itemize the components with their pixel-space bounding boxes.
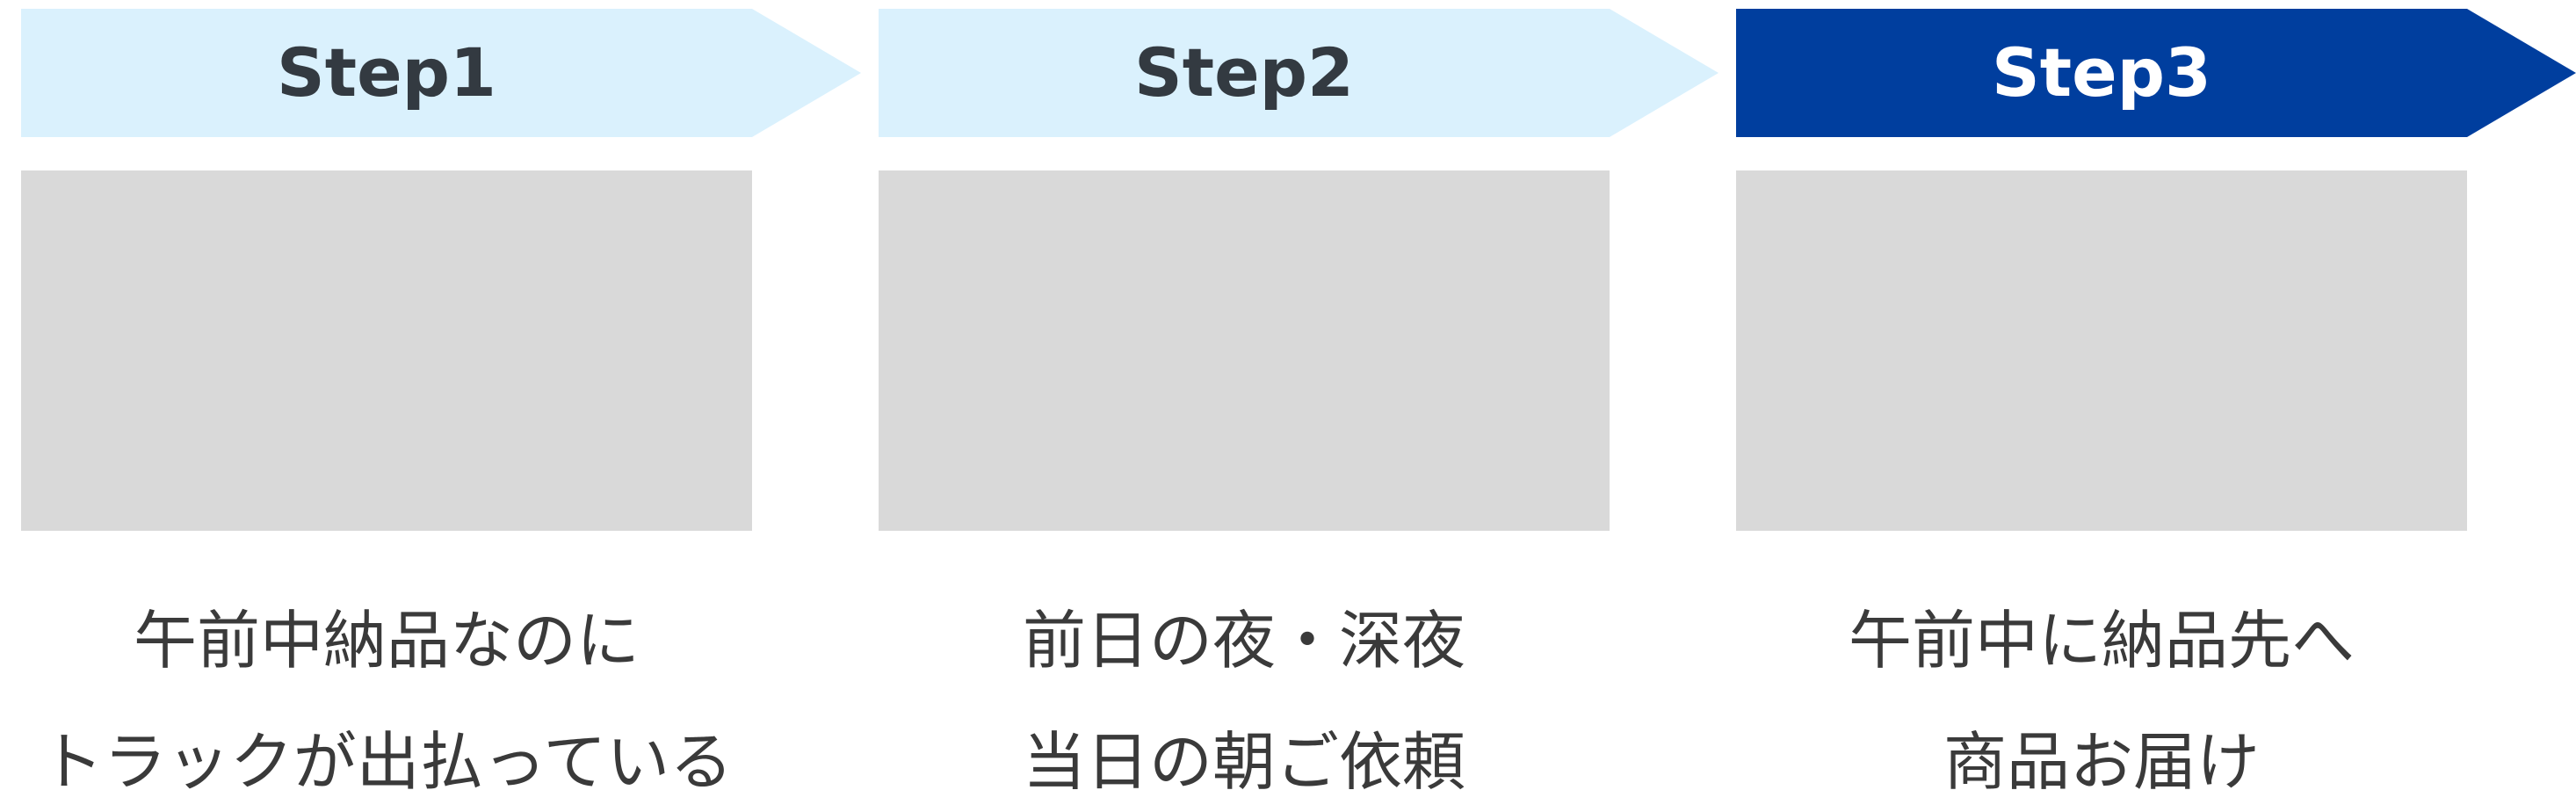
step-3-caption-line-1: 午前中に納品先へ [1848,604,2355,678]
step-2-caption-line-2: 当日の朝ご依頼 [1022,725,1465,799]
step-2-arrow: Step2 [879,9,1719,137]
step-2-caption-line-1: 前日の夜・深夜 [1022,604,1465,678]
step-1-arrow: Step1 [21,9,861,137]
step-1-label: Step1 [277,33,496,112]
step-3-label: Step3 [1992,33,2211,112]
step-1-arrow-shape [21,9,861,137]
step-2-image-placeholder [879,170,1610,531]
step-1-caption: 午前中納品なのに トラックが出払っている [0,580,808,812]
step-2-label: Step2 [1134,33,1354,112]
step-3-caption: 午前中に納品先へ 商品お届け [1680,580,2523,812]
step-3-arrow-shape [1736,9,2576,137]
step-1-caption-line-1: 午前中納品なのに [133,604,640,678]
step-1-image-placeholder [21,170,752,531]
step-3-image-placeholder [1736,170,2467,531]
step-2-arrow-shape [879,9,1719,137]
step-3-arrow: Step3 [1736,9,2576,137]
step-2-caption: 前日の夜・深夜 当日の朝ご依頼 [822,580,1666,812]
step-3-caption-line-2: 商品お届け [1943,725,2260,799]
step-1-caption-line-2: トラックが出払っている [40,725,734,799]
